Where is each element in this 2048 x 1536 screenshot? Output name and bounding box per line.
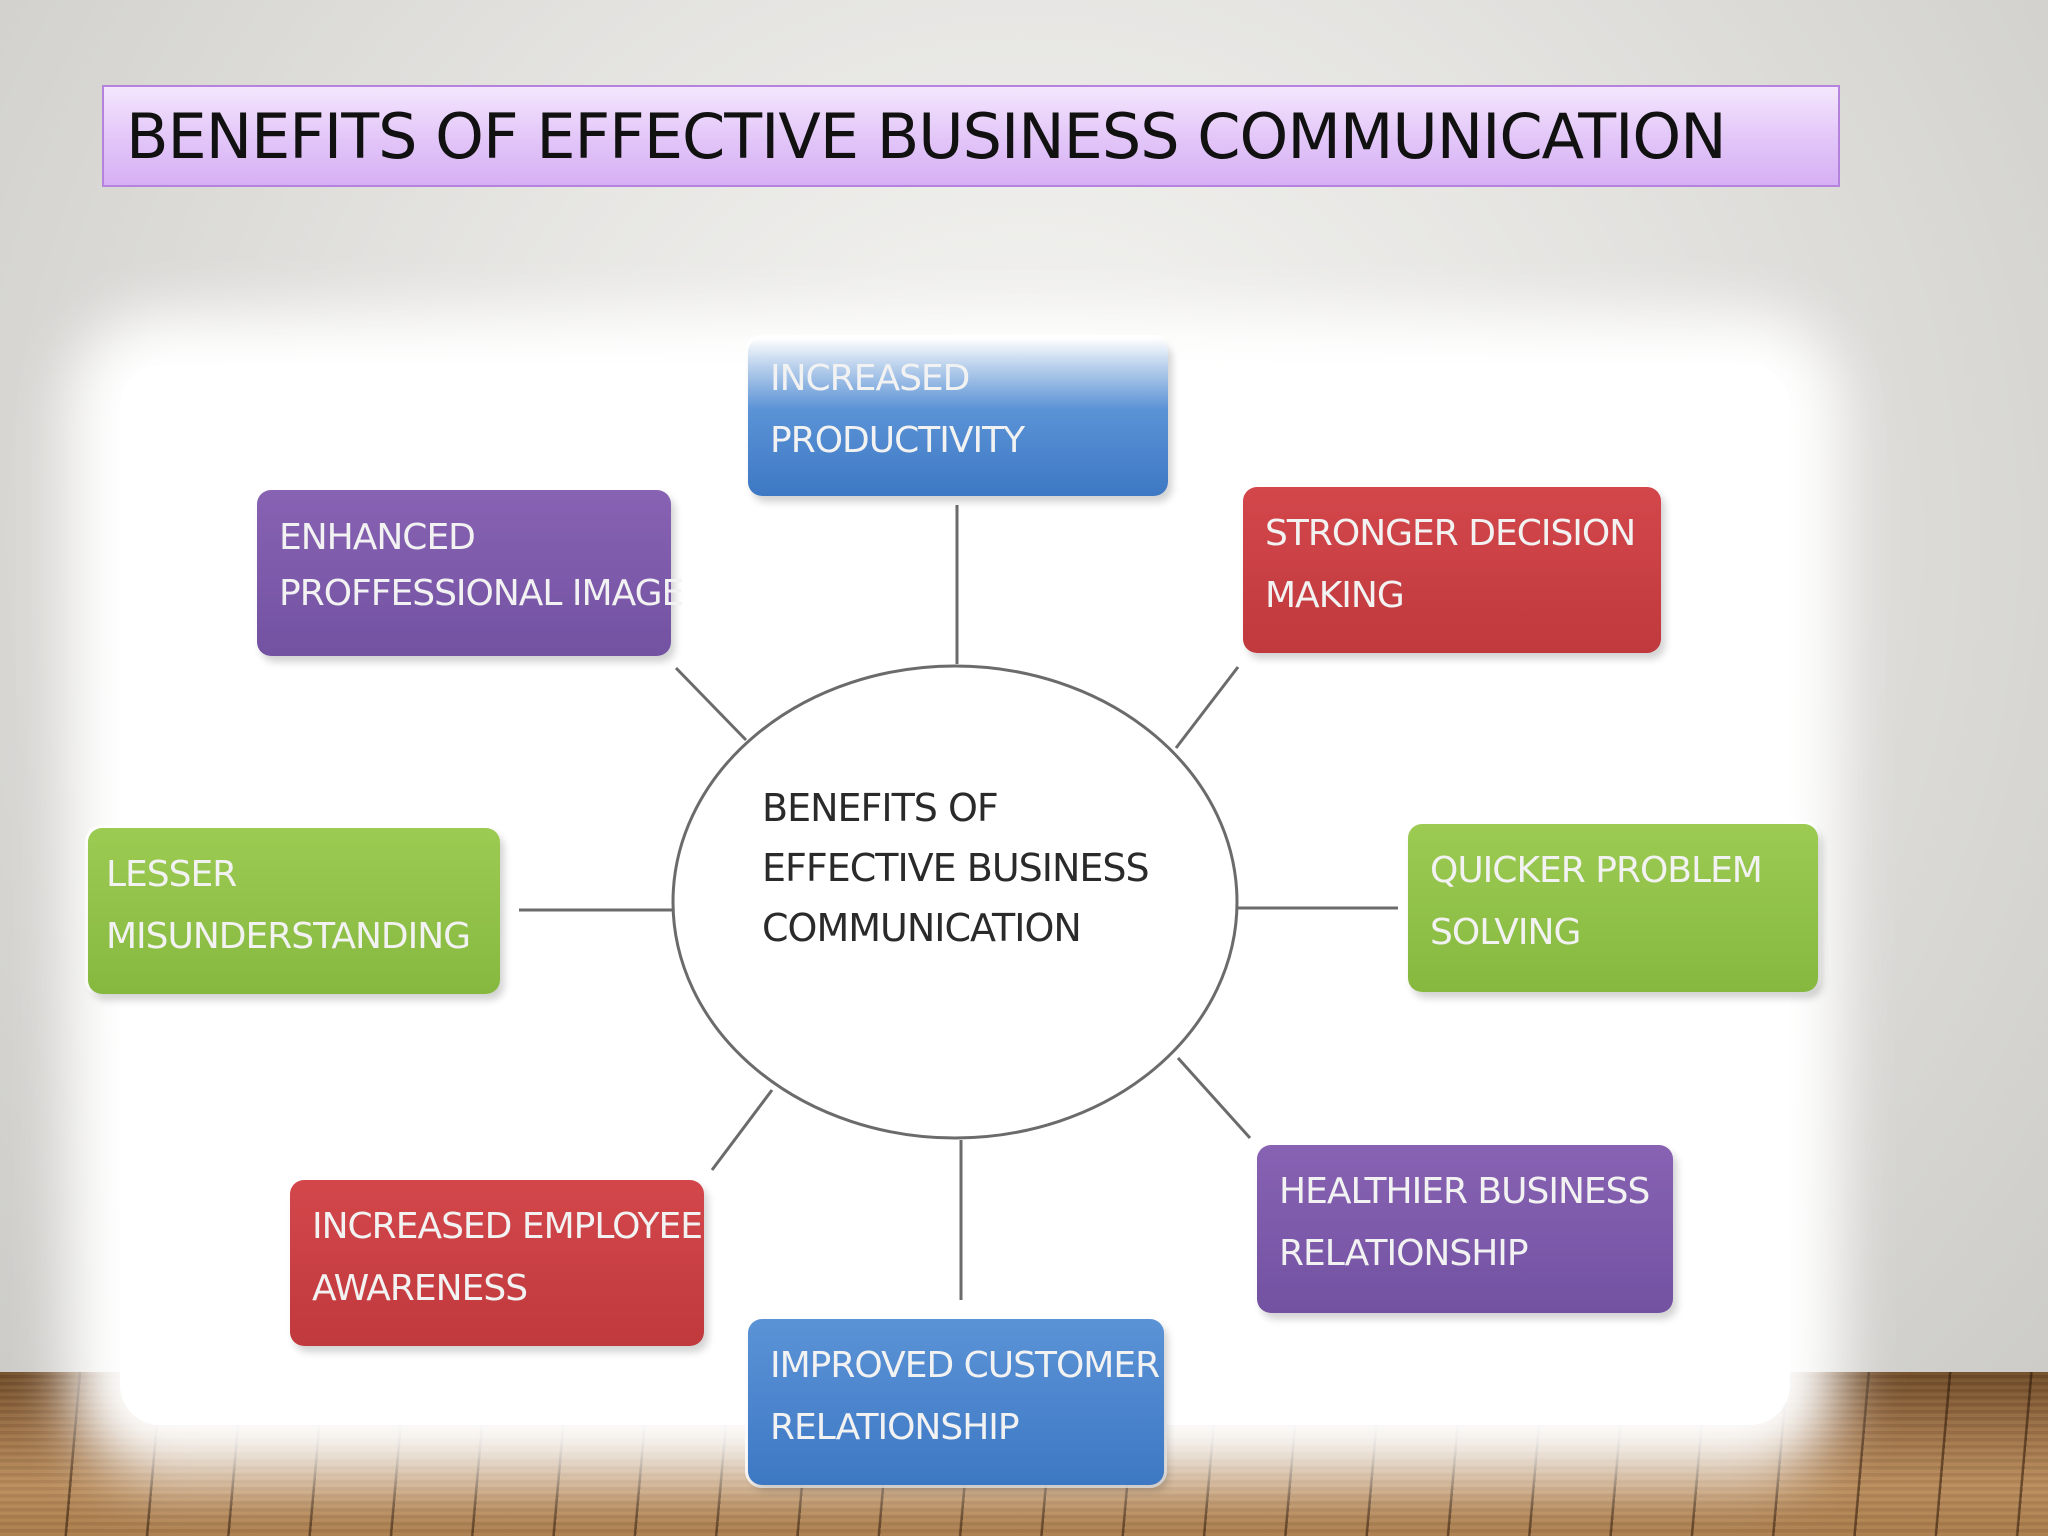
slide-title: BENEFITS OF EFFECTIVE BUSINESS COMMUNICA… [126,100,1727,173]
center-label: BENEFITS OF EFFECTIVE BUSINESS COMMUNICA… [762,778,1150,958]
center-label-line: EFFECTIVE BUSINESS [762,846,1150,890]
node-label: STRONGER DECISION [1265,513,1636,554]
node-label: PRODUCTIVITY [770,420,1025,461]
node-lesser-misunderstanding: LESSER MISUNDERSTANDING [88,828,500,994]
node-enhanced-professional-image: ENHANCED PROFFESSIONAL IMAGE [257,490,684,656]
node-label: INCREASED [770,358,970,399]
node-increased-employee-awareness: INCREASED EMPLOYEE AWARENESS [290,1180,704,1346]
center-label-line: BENEFITS OF [762,786,999,830]
connector-top-right [1174,666,1240,749]
connector-bottom-right [1176,1056,1252,1140]
node-label: SOLVING [1430,912,1581,953]
node-label: MISUNDERSTANDING [106,916,471,957]
node-label: LESSER [106,854,237,895]
node-label: QUICKER PROBLEM [1430,850,1763,891]
node-label: INCREASED EMPLOYEE [312,1206,703,1247]
connector-bottom-left [710,1089,774,1171]
node-label: ENHANCED [279,517,476,558]
node-label: PROFFESSIONAL IMAGE [279,573,684,614]
node-label: RELATIONSHIP [1279,1233,1529,1274]
node-label: HEALTHIER BUSINESS [1279,1171,1650,1212]
node-quicker-problem-solving: QUICKER PROBLEM SOLVING [1408,824,1818,992]
node-label: RELATIONSHIP [770,1407,1020,1448]
node-improved-customer-relationship: IMPROVED CUSTOMER RELATIONSHIP [748,1319,1164,1485]
node-increased-productivity: INCREASED PRODUCTIVITY [748,338,1168,496]
center-ellipse [671,664,1239,1140]
connector-top-left [674,666,748,742]
node-label: MAKING [1265,575,1405,616]
node-stronger-decision-making: STRONGER DECISION MAKING [1243,487,1661,653]
title-bar: BENEFITS OF EFFECTIVE BUSINESS COMMUNICA… [102,85,1840,187]
node-healthier-business-relationship: HEALTHIER BUSINESS RELATIONSHIP [1257,1145,1673,1313]
center-label-line: COMMUNICATION [762,906,1082,950]
node-label: IMPROVED CUSTOMER [770,1345,1160,1386]
node-label: AWARENESS [312,1268,528,1309]
